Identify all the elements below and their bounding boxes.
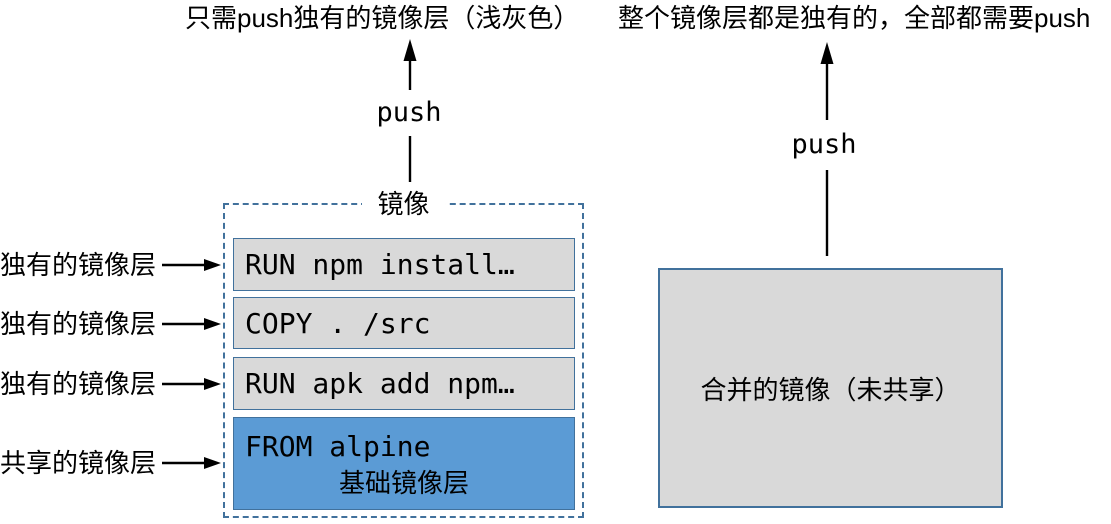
layer-code-text: RUN apk add npm…	[245, 367, 515, 400]
layer-pointer-arrow-4	[162, 457, 221, 469]
layer-code-text: RUN npm install…	[245, 248, 515, 281]
layer-run-apk-add: RUN apk add npm…	[233, 357, 575, 410]
layer-copy-src: COPY . /src	[233, 297, 575, 349]
layer-from-alpine: FROM alpine 基础镜像层	[233, 417, 575, 510]
merged-image-box: 合并的镜像（未共享）	[658, 268, 1003, 508]
layer-run-npm-install: RUN npm install…	[233, 238, 575, 291]
merged-image-label: 合并的镜像（未共享）	[700, 374, 961, 405]
right-push-label: push	[791, 129, 857, 160]
layer-pointer-arrow-1	[162, 259, 221, 271]
layer-code-text: COPY . /src	[245, 306, 431, 340]
left-push-label: push	[376, 97, 442, 128]
side-label-unique-layer-3: 独有的镜像层	[0, 369, 157, 399]
layer-pointer-arrow-3	[162, 378, 221, 390]
right-push-up-arrow	[820, 42, 834, 120]
image-container-box: 镜像	[223, 188, 584, 518]
layer-pointer-arrow-2	[162, 318, 221, 330]
image-container-title: 镜像	[361, 188, 446, 220]
side-label-unique-layer-1: 独有的镜像层	[0, 250, 157, 280]
left-heading: 只需push独有的镜像层（浅灰色）	[185, 3, 580, 33]
base-layer-caption: 基础镜像层	[338, 468, 469, 498]
left-push-up-arrow	[403, 39, 417, 90]
side-label-shared-layer: 共享的镜像层	[0, 448, 157, 478]
side-label-unique-layer-2: 独有的镜像层	[0, 309, 157, 339]
right-heading: 整个镜像层都是独有的，全部都需要push	[618, 3, 1091, 33]
layer-code-text: FROM alpine	[245, 430, 431, 463]
